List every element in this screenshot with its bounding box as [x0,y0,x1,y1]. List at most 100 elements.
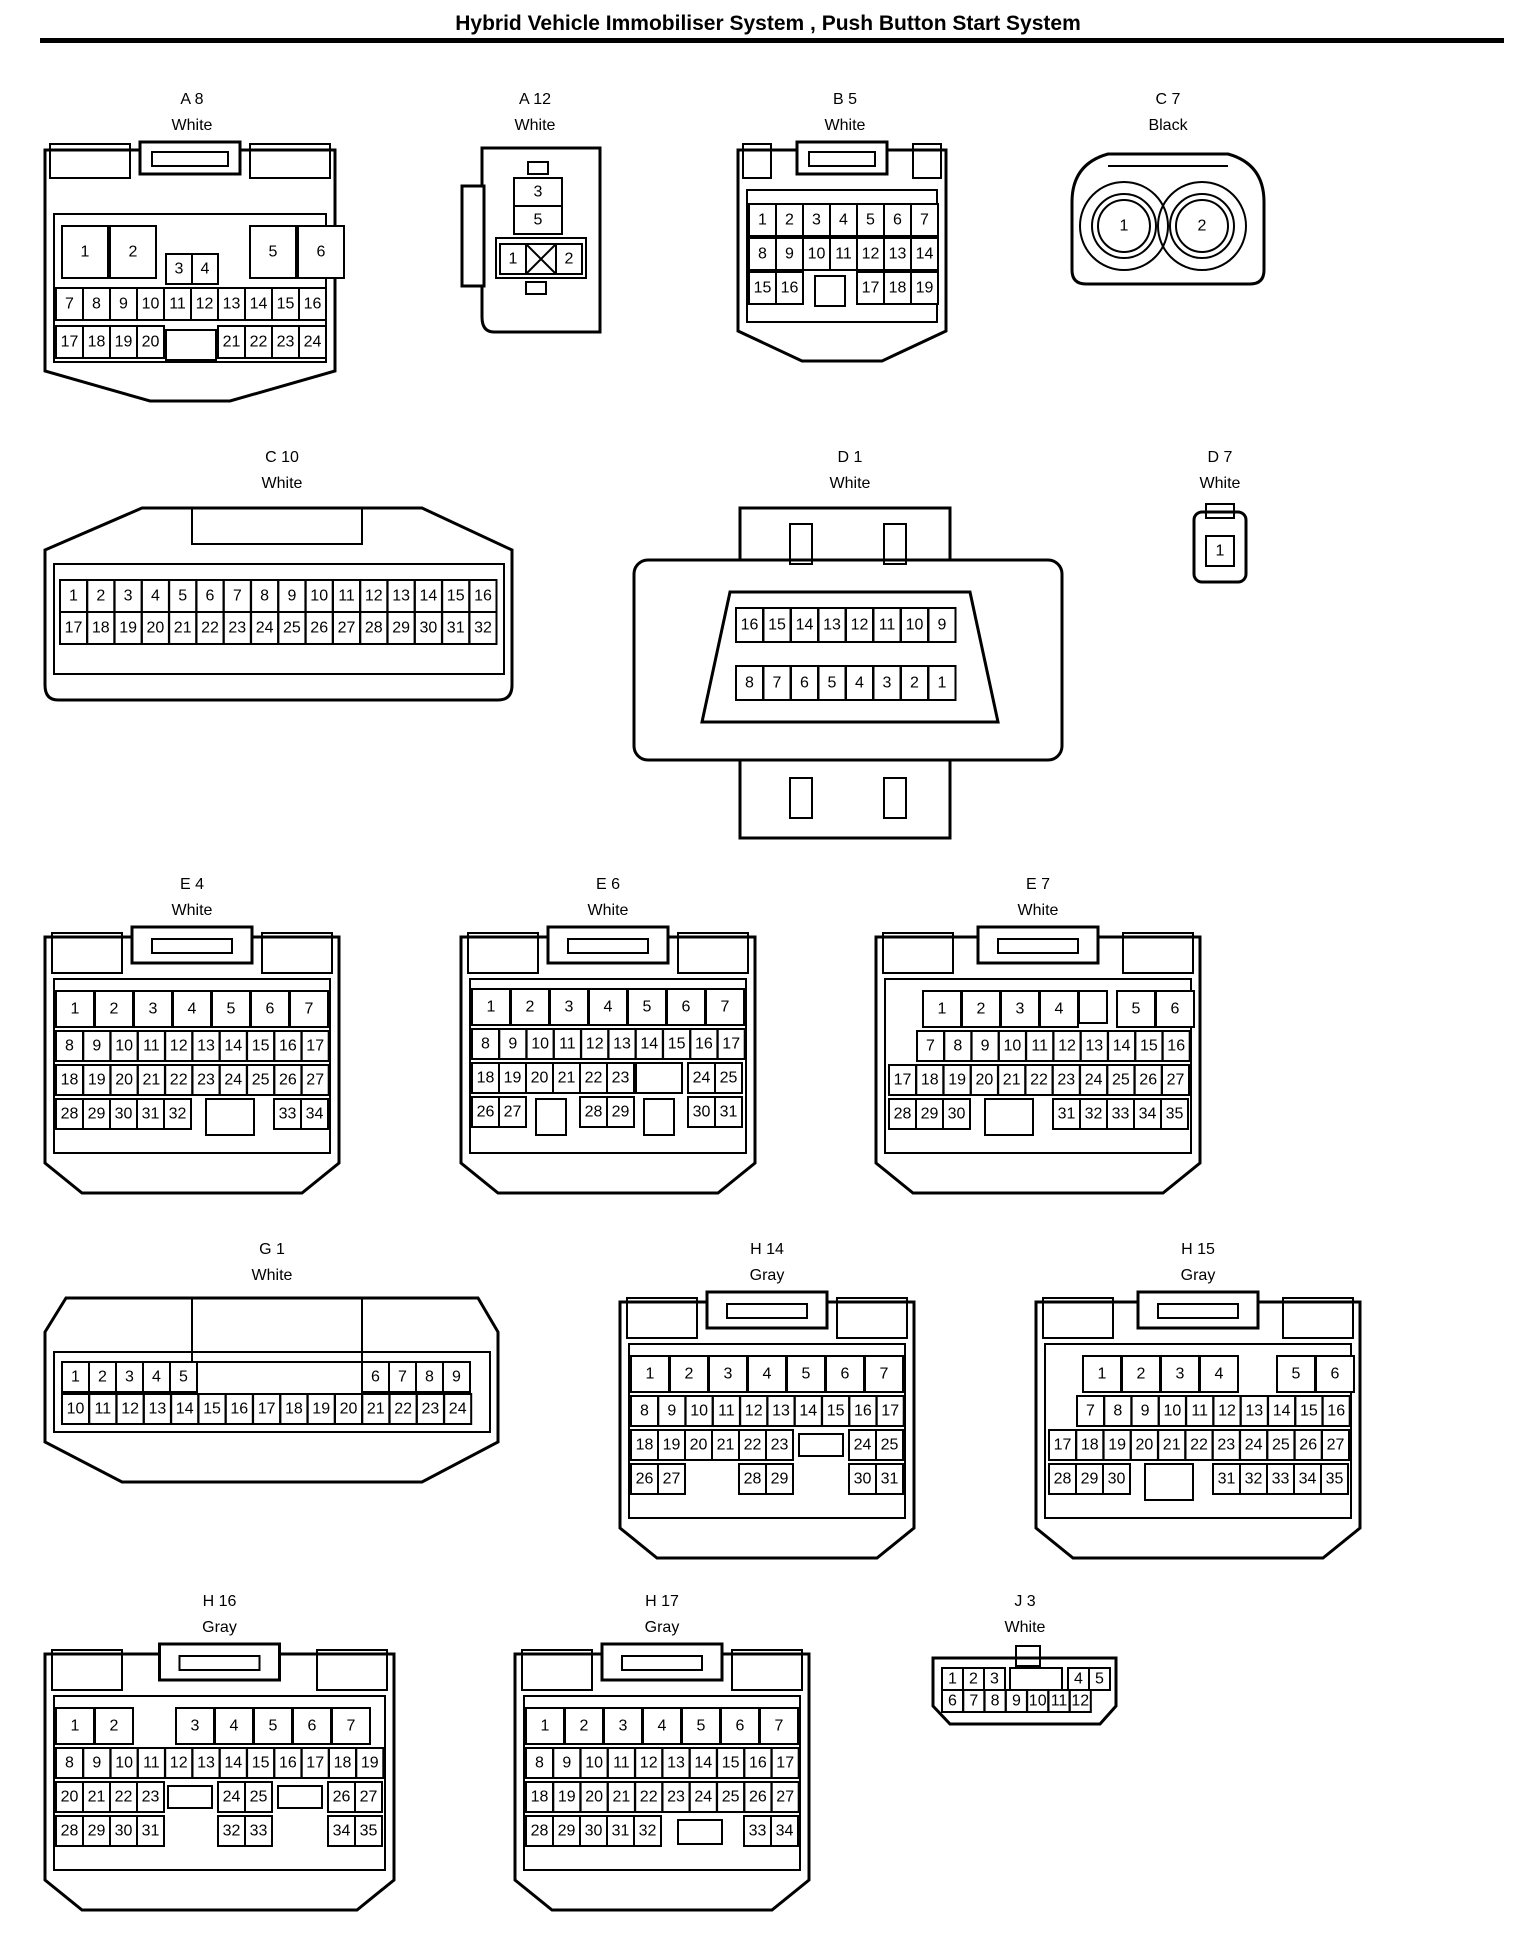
pin-number: 24 [449,1401,467,1418]
pin-cell: 29 [82,1815,111,1847]
pin-cell: 15 [748,271,777,305]
pin-number: 7 [926,1038,935,1055]
pin-cell: 13 [607,1028,637,1060]
pin-number: 15 [447,588,465,605]
pin-number: 5 [227,1001,236,1018]
pin-number: 13 [1245,1403,1263,1420]
pin-cell: 30 [109,1098,138,1130]
pin-cell: 7 [289,990,329,1028]
pin-cell: 29 [1075,1463,1104,1495]
pin-cell: 7 [1076,1395,1105,1427]
pin-number: 11 [169,296,186,313]
pin-number: 10 [1164,1403,1182,1420]
pin-number: 18 [61,1072,79,1089]
pin-number: 11 [718,1403,735,1420]
pin-cell: 33 [244,1815,273,1847]
pin-number: 13 [613,1036,631,1053]
pin-cell: 19 [355,1747,385,1779]
pin-number: 1 [1216,543,1225,560]
pin-number: 22 [585,1070,603,1087]
pin-cell: 7 [759,1707,799,1745]
pin-cell: 3 [133,990,173,1028]
pin-number: 27 [1167,1072,1185,1089]
pin-number: 5 [643,999,652,1016]
pin-cell: 2 [775,203,804,237]
pin-number: 12 [862,246,880,263]
pin-cell: 21 [136,1064,166,1096]
pin-cell: 17 [300,1030,330,1062]
pin-cell: 19 [113,611,143,645]
pin-cell: 9 [927,607,957,643]
pin-number: 6 [948,1693,957,1710]
pin-cell: 28 [579,1096,608,1128]
connector-color: White [1199,475,1241,492]
pin-cell: 15 [821,1395,851,1427]
pin-number: 2 [1137,1366,1146,1383]
pin-cell: 6 [195,579,225,613]
pin-cell: 20 [525,1062,554,1094]
pin-cell: 27 [657,1463,686,1495]
pin-number: 9 [92,1038,101,1055]
pin-number: 9 [452,1369,461,1386]
pin-number: 10 [142,296,160,313]
pin-cell: 30 [687,1096,716,1128]
pin-number: 6 [1171,1001,1180,1018]
pin-cell: 9 [109,287,138,321]
pin-number: 4 [1215,1366,1224,1383]
connector-color: Gray [644,1619,680,1636]
pin-number: 19 [1108,1437,1126,1454]
pin-cell: 3 [708,1355,748,1393]
pin-cell: 24 [687,1062,716,1094]
pin-cell: 23 [222,611,252,645]
pin-cell: 8 [250,579,280,613]
pin-number: 33 [1272,1471,1290,1488]
pin-cell: 5 [249,225,297,279]
pin-number: 33 [279,1106,297,1123]
pin-cell: 4 [191,253,219,285]
pin-cell: 16 [298,287,327,321]
pin-cell: 4 [829,203,858,237]
pin-number: 3 [149,1001,158,1018]
pin-cell: 14 [790,607,819,643]
pin-number: 12 [640,1755,658,1772]
pin-cell: 4 [142,1361,171,1393]
pin-cell: 1 [922,990,962,1028]
pin-number: 16 [1167,1038,1185,1055]
pin-cell: 15 [1134,1030,1164,1062]
pin-cell: 9 [82,1747,112,1779]
pin-number: 22 [1030,1072,1048,1089]
pin-number: 27 [1327,1437,1345,1454]
pin-number: 34 [776,1823,794,1840]
pin-cell: 18 [82,325,111,359]
pin-number: 2 [110,1718,119,1735]
pin-cell: 3 [513,177,563,207]
pin-cell: 24 [443,1393,473,1425]
pin-number: 5 [178,588,187,605]
pin-number: 7 [969,1693,978,1710]
pin-number: 33 [749,1823,767,1840]
pin-number: 1 [71,1001,80,1018]
pin-cell: 7 [962,1689,986,1713]
pin-number: 17 [881,1403,899,1420]
pin-cell: 26 [1293,1429,1323,1461]
connector-color: Gray [202,1619,237,1636]
pin-cell: 8 [735,665,764,701]
pin-cell: 3 [802,203,831,237]
pin-cell: 7 [864,1355,904,1393]
pin-cell: 10 [997,1030,1027,1062]
pin-cell: 2 [88,1361,117,1393]
pin-number: 14 [420,588,438,605]
pin-cell: 10 [1026,1689,1050,1713]
pin-cell: 9 [1130,1395,1160,1427]
pin-number: 4 [230,1718,239,1735]
pin-number: 22 [394,1401,412,1418]
pin-cell: 1 [748,203,777,237]
pin-cell: 6 [790,665,819,701]
connector-code: B 5 [832,91,857,108]
connector-code: H 16 [202,1593,237,1610]
pin-number: 29 [88,1823,106,1840]
pin-number: 34 [333,1823,351,1840]
